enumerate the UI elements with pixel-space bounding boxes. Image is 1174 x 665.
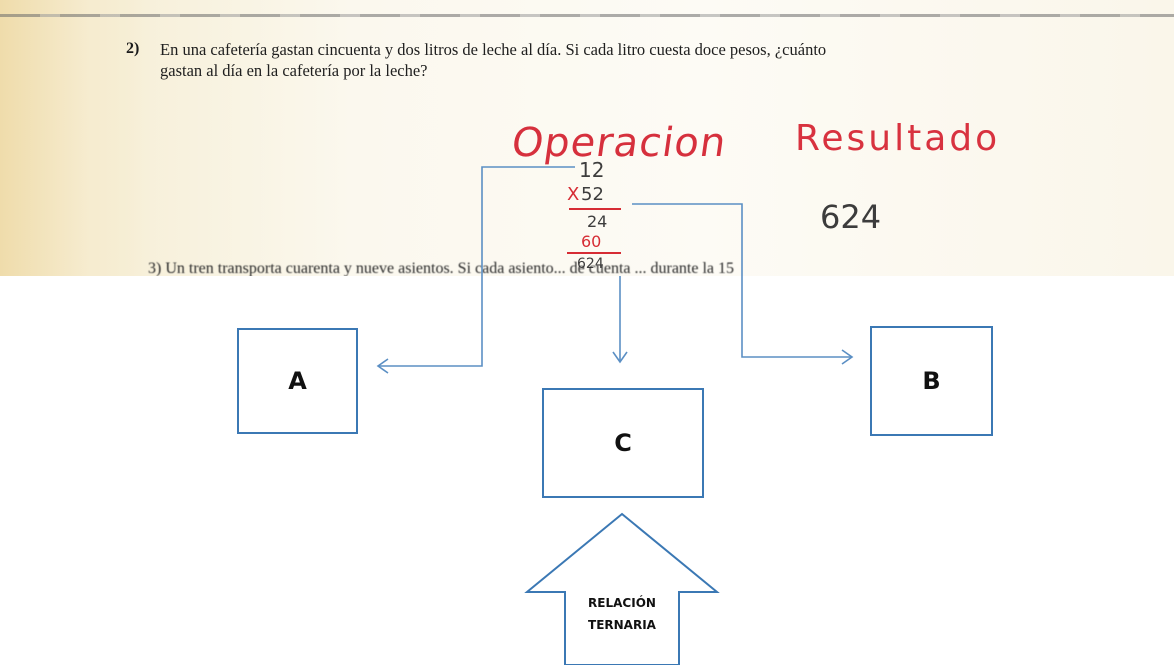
ternary-relation-label: RELACIÓN TERNARIA <box>560 592 684 636</box>
arrowhead-c <box>612 351 628 364</box>
rule-line-2 <box>567 252 621 254</box>
connector-to-a <box>378 166 575 367</box>
arrowhead-b <box>841 349 854 365</box>
connector-to-b <box>632 203 852 358</box>
handwritten-multiplication: 12 X 52 24 60 624 <box>565 158 645 276</box>
question-text-line-1: En una cafetería gastan cincuenta y dos … <box>160 40 827 59</box>
heading-result: Resultado <box>795 118 1001 159</box>
arrowhead-a <box>376 358 389 374</box>
paper-shading <box>0 0 150 276</box>
multiply-sign: X <box>567 184 580 205</box>
rule-line-1 <box>569 208 621 210</box>
box-b-label: B <box>922 367 941 395</box>
partial-product-1: 24 <box>587 212 608 231</box>
arrow-label-line-1: RELACIÓN <box>588 596 656 610</box>
scanned-worksheet: 2) En una cafetería gastan cincuenta y d… <box>0 0 1174 276</box>
box-a-label: A <box>288 367 307 395</box>
box-b: B <box>870 326 993 436</box>
partial-product-2: 60 <box>581 232 602 251</box>
box-c: C <box>542 388 704 498</box>
next-question-cut-off: 3) Un tren transporta cuarenta y nueve a… <box>148 260 735 276</box>
result-value: 624 <box>820 198 882 236</box>
question-text-line-2: gastan al día en la cafetería por la lec… <box>160 61 428 80</box>
product-total: 624 <box>577 256 604 272</box>
ternary-relation-arrow <box>524 512 720 665</box>
box-c-label: C <box>614 429 632 457</box>
page-top-border <box>0 14 1174 17</box>
arrow-label-line-2: TERNARIA <box>588 618 656 632</box>
multiplicand: 12 <box>579 158 605 182</box>
multiplier: 52 <box>581 184 604 205</box>
box-a: A <box>237 328 358 434</box>
question-number: 2) <box>126 40 140 57</box>
